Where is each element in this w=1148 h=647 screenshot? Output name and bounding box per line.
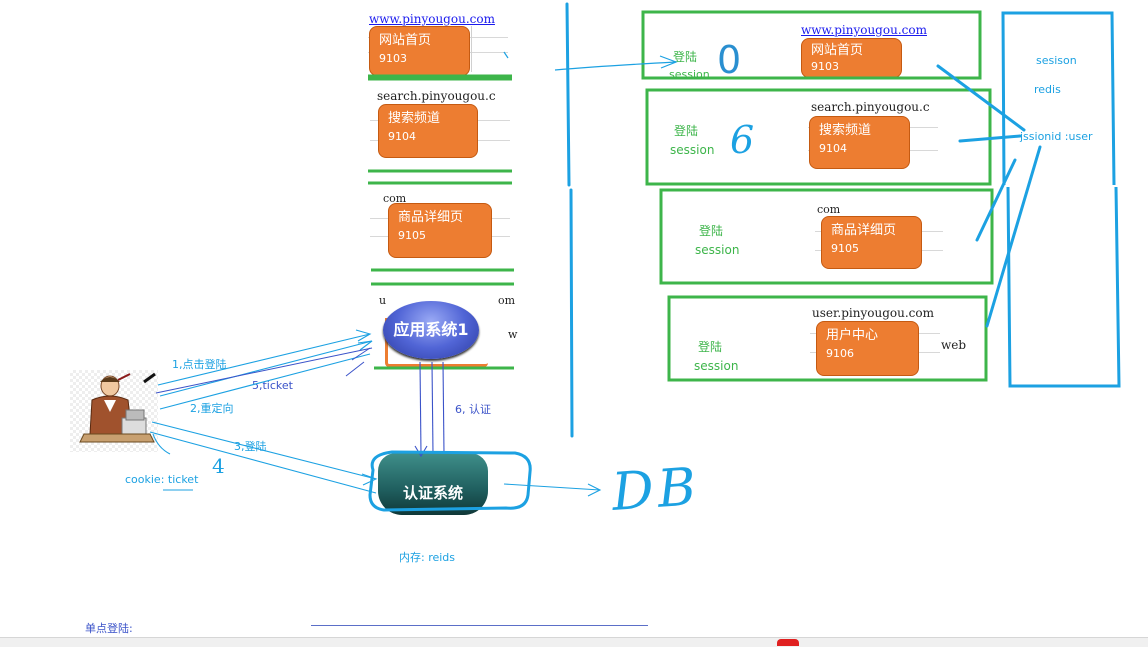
right-server-1-name: 网站首页 [811,43,864,58]
left-url-1[interactable]: www.pinyougou.com [369,12,495,26]
left-server-1: 网站首页 9103 [369,26,470,76]
flow-step-6: 6, 认证 [455,403,491,416]
right-url-3: com [817,203,841,216]
left-server-2-name: 搜索频道 [388,111,441,126]
arrow-left-to-right [503,51,678,71]
left-server-3: 商品详细页 9105 [388,203,492,258]
right-url-1[interactable]: www.pinyougou.com [801,23,927,37]
auth-memory-label: 内存: reids [399,551,456,564]
flow-arrows-user-auth [149,421,378,494]
left-url-4: u [379,294,387,307]
right-login-3: 登陆 [699,224,724,238]
right-web-4: web [941,338,967,352]
app-system-frame [385,318,488,367]
right-server-3: 商品详细页 9105 [821,216,922,269]
scribble-six: 6 [730,118,755,162]
left-server-1-port: 9103 [379,52,407,65]
bottom-red-marker [777,639,799,646]
auth-outline [368,450,532,512]
bottom-bar [0,637,1148,647]
right-server-frames [641,10,994,382]
footer-divider [311,625,648,626]
left-web-4: w [508,328,518,341]
right-server-4-port: 9106 [826,347,854,360]
right-login-1: 登陆 [673,50,698,64]
redis-box [1001,11,1121,388]
arrow-auth-db [503,483,602,497]
grid-line [470,26,472,72]
left-url-3: com [383,192,407,205]
flow-step-4-scribble: 4 [212,454,225,478]
app-system-node[interactable]: 应用系统1 [383,301,479,359]
left-separators [368,74,514,370]
user-figure[interactable] [70,370,158,452]
right-server-4-name: 用户中心 [826,328,879,343]
right-server-2: 搜索频道 9104 [809,116,910,169]
right-session-4: session [694,359,739,373]
cookie-ticket-label: cookie: ticket [125,473,199,486]
right-server-3-port: 9105 [831,242,859,255]
right-server-3-name: 商品详细页 [831,223,897,238]
right-server-4: 用户中心 9106 [816,321,919,376]
flow-step-1: 1,点击登陆 [172,358,227,371]
scribble-zero: 0 [717,38,742,82]
redis-connectors [936,64,1042,328]
column-dividers [565,2,574,438]
right-session-2: session [670,143,715,157]
auth-system-node[interactable]: 认证系统 [378,453,488,515]
left-url-4-tail: om [498,294,516,307]
flow-step-2: 2,重定向 [190,402,234,415]
left-server-3-name: 商品详细页 [398,210,464,225]
right-login-2: 登陆 [674,124,699,138]
user-pointer-mark [143,372,156,384]
left-server-2-port: 9104 [388,130,416,143]
left-url-2: search.pinyougou.c [377,89,496,103]
flow-arrows-app-auth [414,361,445,458]
right-url-4: user.pinyougou.com [812,306,934,320]
flow-arrows-user-app [157,329,373,410]
footer-title: 单点登陆: [85,622,133,635]
right-session-3: session [695,243,740,257]
left-server-3-port: 9105 [398,229,426,242]
redis-box-line1: sesison [1036,54,1077,67]
flow-arrow-ticket [155,347,373,394]
right-url-2: search.pinyougou.c [811,100,930,114]
app-arrow-marks [345,347,371,377]
user-icon [79,373,155,443]
redis-box-line3: jssionid :user [1020,130,1093,143]
right-server-1-port: 9103 [811,60,839,73]
left-server-2: 搜索频道 9104 [378,104,478,158]
right-login-4: 登陆 [698,340,723,354]
redis-box-line2: redis [1034,83,1061,96]
right-server-2-name: 搜索频道 [819,123,872,138]
right-server-2-port: 9104 [819,142,847,155]
left-server-1-name: 网站首页 [379,33,432,48]
